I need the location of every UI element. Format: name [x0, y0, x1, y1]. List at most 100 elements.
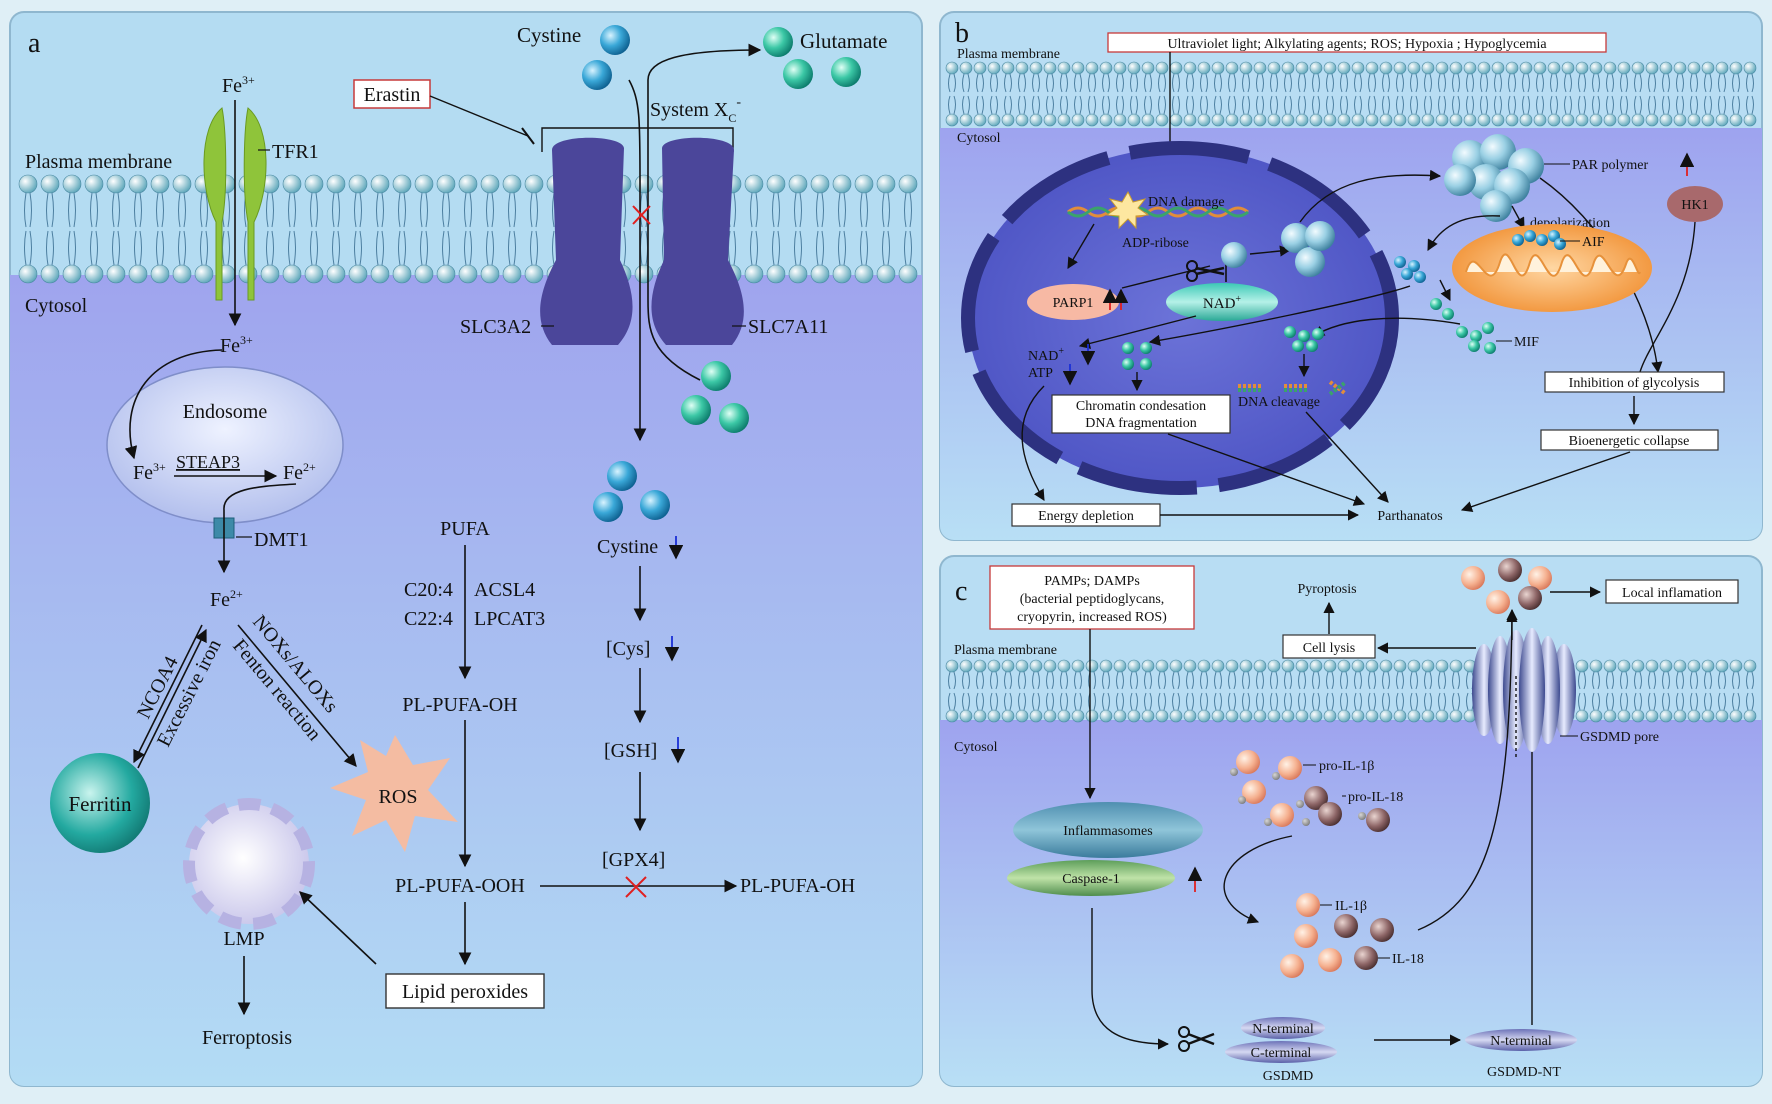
lipid-head: [1575, 659, 1589, 673]
lipid-head: [1113, 709, 1127, 723]
lipid-head: [392, 264, 412, 284]
lipid-head: [1337, 709, 1351, 723]
pro-to-mature-arrow: [1223, 835, 1293, 924]
gsdmd-pore-label: GSDMD pore: [1580, 730, 1659, 745]
lipid-tail: [1074, 671, 1082, 711]
lipid-head: [1211, 61, 1225, 75]
cystine-import-arrow: [628, 79, 647, 442]
lipid-head: [1659, 61, 1673, 75]
lipid-head: [1337, 61, 1351, 75]
lipid-head: [1659, 113, 1673, 127]
lipid-head: [1183, 61, 1197, 75]
dna-cleavage-label: DNA cleavage: [1238, 395, 1320, 410]
dna-to-parthanatos-arrow: [1305, 411, 1389, 503]
lipid-head: [1603, 61, 1617, 75]
par-polymer-ball: [1480, 134, 1516, 170]
lipid-tail: [1158, 73, 1166, 115]
nad-low-label: NAD+: [1028, 346, 1064, 364]
mif-ball: [1484, 342, 1496, 354]
lipid-head: [1365, 61, 1379, 75]
lipid-head: [128, 174, 148, 194]
panel-c-cytosol-area: [940, 720, 1762, 1086]
lipid-head: [1589, 61, 1603, 75]
aif-ball: [1536, 234, 1548, 246]
lipid-head: [1267, 659, 1281, 673]
lipid-head: [959, 113, 973, 127]
lipid-tail: [1354, 73, 1362, 115]
lipid-head: [1099, 659, 1113, 673]
lipid-head: [1379, 61, 1393, 75]
mitochondrion: [1452, 224, 1652, 312]
lipid-head: [1029, 709, 1043, 723]
lipid-head: [1127, 659, 1141, 673]
lipid-head: [1155, 113, 1169, 127]
chromatin-box: [1051, 394, 1231, 434]
lipid-tail: [354, 192, 362, 266]
stimuli-label: Ultraviolet light; Alkylating agents; RO…: [1167, 37, 1547, 52]
lipid-head: [194, 264, 214, 284]
inflammasomes: [1013, 802, 1203, 858]
ferritin-to-fe2-arrow: [137, 628, 207, 769]
gsdmd-n-terminal: [1241, 1017, 1325, 1039]
lipid-head: [1673, 61, 1687, 75]
released-il-ball: [1518, 586, 1542, 610]
lipid-tail: [1396, 671, 1404, 711]
lmp-membrane: [183, 798, 315, 930]
lipid-head: [1141, 709, 1155, 723]
lipid-head: [1589, 659, 1603, 673]
lipid-head: [1701, 659, 1715, 673]
lipid-tail: [1438, 73, 1446, 115]
lipid-head: [282, 174, 302, 194]
lipid-head: [1295, 113, 1309, 127]
lipid-peroxides-label: Lipid peroxides: [402, 981, 528, 1003]
lipid-head: [150, 174, 170, 194]
lipid-head: [1519, 113, 1533, 127]
panel-c-label: c: [955, 576, 967, 607]
lipid-head: [1043, 113, 1057, 127]
system-xc-bracket: [541, 127, 734, 152]
lipid-tail: [464, 192, 472, 266]
lipid-tail: [1144, 73, 1152, 115]
hk1-label: HK1: [1681, 198, 1708, 213]
lipid-head: [1225, 709, 1239, 723]
ferritin-label: Ferritin: [69, 792, 132, 816]
lipid-head: [1281, 709, 1295, 723]
gsdmd-nt-label: GSDMD-NT: [1487, 1065, 1561, 1080]
lipid-head: [1477, 113, 1491, 127]
n-terminal-label: N-terminal: [1252, 1022, 1314, 1037]
lipid-head: [1715, 113, 1729, 127]
lipid-head: [1197, 61, 1211, 75]
aif-label: AIF: [1582, 235, 1605, 250]
lipid-head: [876, 174, 896, 194]
lipid-tail: [486, 192, 494, 266]
glutamate-ball: [831, 57, 861, 87]
mif-nuclear-ball: [1292, 340, 1304, 352]
lipid-head: [1211, 659, 1225, 673]
mif-label: MIF: [1514, 335, 1539, 350]
ros-label: ROS: [379, 786, 418, 808]
lipid-head: [959, 659, 973, 673]
lipid-tail: [1578, 671, 1586, 711]
aif-ball: [1512, 234, 1524, 246]
mif-ball: [1482, 322, 1494, 334]
stimuli-box: [1107, 32, 1607, 53]
lipid-head: [744, 174, 764, 194]
lipid-tail: [990, 671, 998, 711]
lipid-tail: [1606, 73, 1614, 115]
lipid-head: [1421, 659, 1435, 673]
lipid-head: [1449, 709, 1463, 723]
lipid-tail: [1242, 73, 1250, 115]
lipid-tail: [1452, 671, 1460, 711]
lipid-tail: [1354, 671, 1362, 711]
lipid-tail: [1578, 73, 1586, 115]
lipid-head: [1617, 113, 1631, 127]
lipid-head: [1267, 61, 1281, 75]
lipid-tail: [1102, 73, 1110, 115]
lipid-head: [1393, 61, 1407, 75]
pro-il18-ball: [1304, 786, 1328, 810]
lipid-head: [945, 659, 959, 673]
lipid-head: [436, 174, 456, 194]
aif-release-arrow: [1427, 215, 1501, 251]
lipid-head: [1379, 659, 1393, 673]
lipid-tail: [948, 671, 956, 711]
